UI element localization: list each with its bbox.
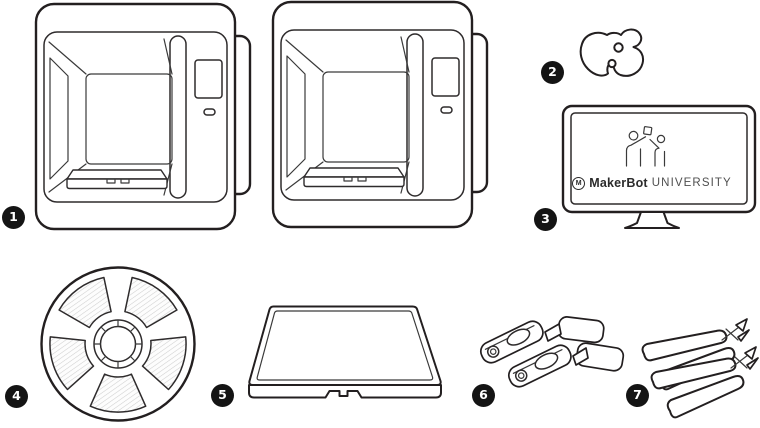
monitor-stand bbox=[624, 211, 680, 229]
brand-suffix: UNIVERSITY bbox=[651, 177, 732, 189]
item-badge-3: 3 bbox=[534, 208, 557, 231]
plate-front-edge bbox=[248, 384, 442, 399]
monitor-illustration bbox=[561, 104, 757, 229]
filament-spool-illustration bbox=[40, 266, 196, 422]
item-badge-4: 4 bbox=[5, 385, 28, 408]
flush-cutters-illustration bbox=[641, 318, 759, 419]
item-badge-7: 7 bbox=[626, 384, 649, 407]
makerbot-university-logo: M MakerBot UNIVERSITY bbox=[572, 176, 731, 190]
item-badge-5: 5 bbox=[211, 384, 234, 407]
scraper-blade bbox=[557, 316, 605, 344]
plate-surface bbox=[248, 305, 442, 386]
monitor-screen bbox=[570, 112, 748, 205]
makerbot-m-icon: M bbox=[572, 176, 586, 190]
item-badge-1: 1 bbox=[2, 206, 25, 229]
printer-right-illustration bbox=[271, 0, 489, 229]
sample-print-illustration bbox=[579, 28, 644, 77]
brand-name: MakerBot bbox=[589, 176, 648, 190]
scraper-tools-illustration bbox=[476, 316, 625, 391]
item-badge-2: 2 bbox=[541, 61, 564, 84]
monitor-bezel bbox=[561, 104, 757, 214]
printer-left-illustration bbox=[34, 2, 252, 231]
people-icon bbox=[625, 126, 666, 167]
item-badge-6: 6 bbox=[472, 384, 495, 407]
build-plate-illustration bbox=[248, 305, 442, 399]
